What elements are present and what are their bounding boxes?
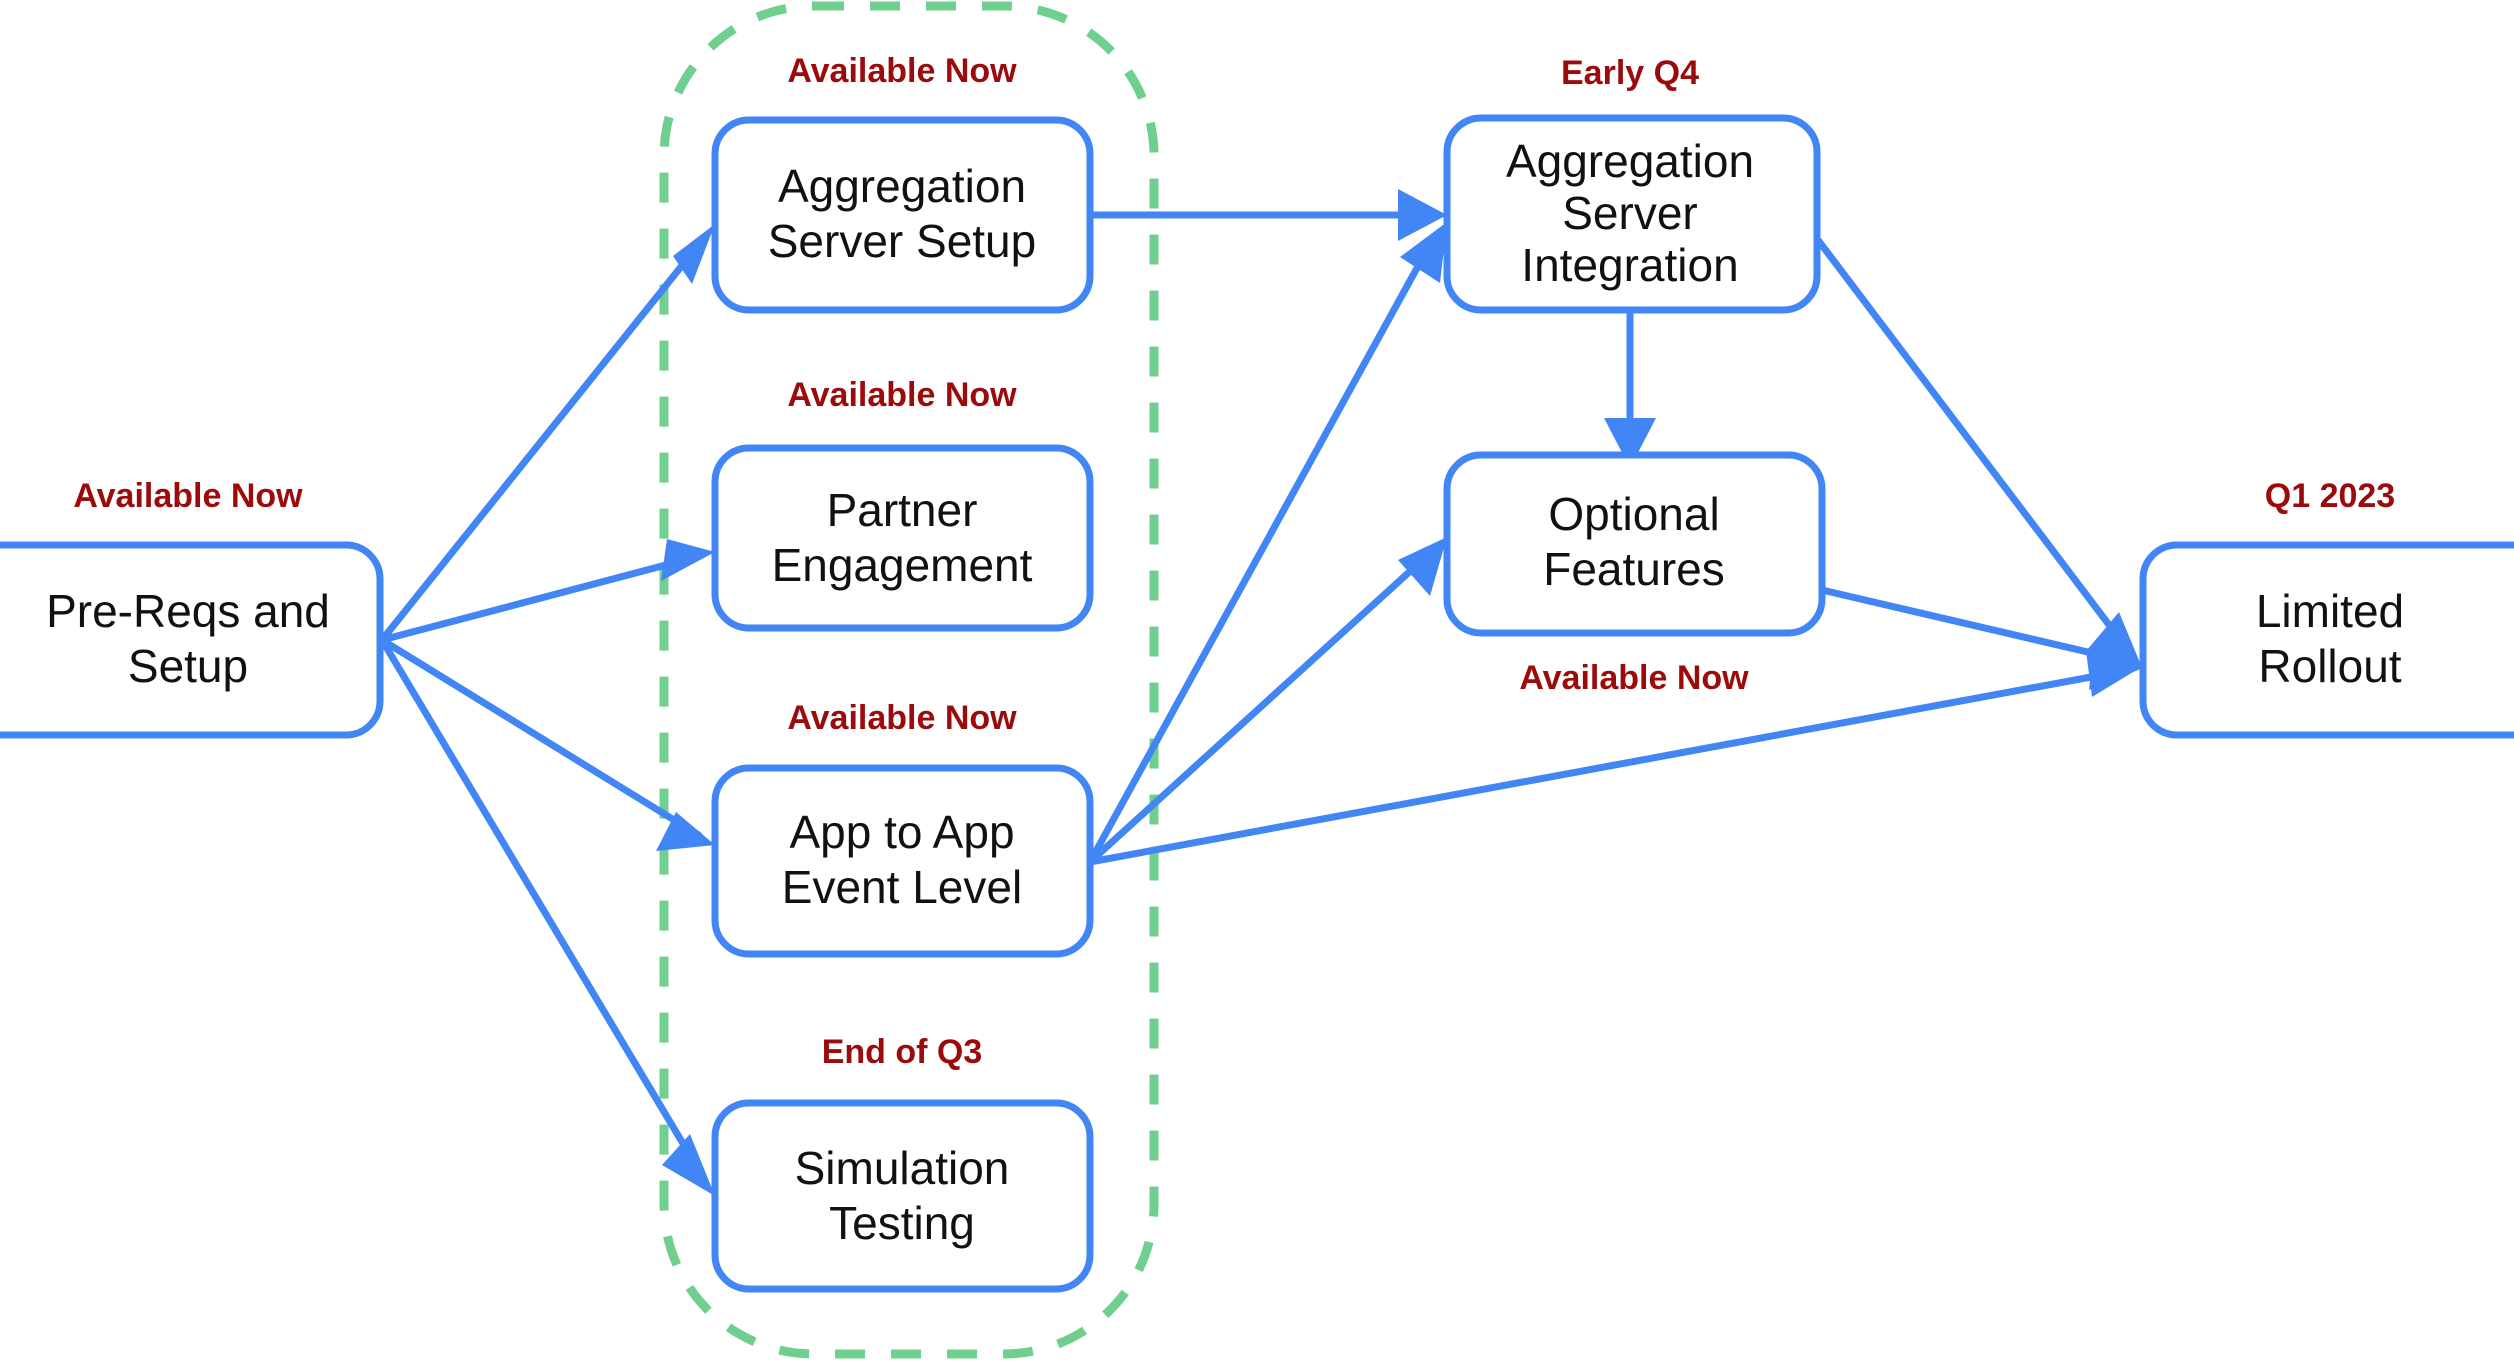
arrow-head-icon xyxy=(673,224,715,284)
node-box-aggregation-server-setup[interactable] xyxy=(711,116,1094,314)
node-pre-reqs-and-setup[interactable]: Available Now Pre-Reqs and Setup xyxy=(0,477,384,739)
node-label-aggregation-server-setup-line2: Server Setup xyxy=(768,215,1036,267)
node-label-app-to-app-event-level-line2: Event Level xyxy=(782,861,1022,913)
arrow-head-icon xyxy=(1604,418,1656,468)
node-label-limited-rollout-line2: Rollout xyxy=(2258,640,2401,692)
node-label-simulation-testing-line1: Simulation xyxy=(795,1142,1010,1194)
node-label-aggregation-server-integration-line3: Integration xyxy=(1521,239,1738,291)
node-label-aggregation-server-integration-line1: Aggregation xyxy=(1506,135,1754,187)
status-label-optional-features: Available Now xyxy=(1519,659,1749,697)
edge-app-to-app-to-agg-integration xyxy=(1086,222,1447,864)
node-box-limited-rollout[interactable] xyxy=(2139,541,2514,739)
edge-agg-integration-to-optional-features xyxy=(1604,310,1656,468)
node-label-pre-reqs-and-setup-line2: Setup xyxy=(128,640,248,692)
arrow-head-icon xyxy=(1398,189,1447,241)
status-label-aggregation-server-integration: Early Q4 xyxy=(1561,54,1699,92)
edge-prereqs-to-partner-engagement xyxy=(381,539,715,644)
node-aggregation-server-setup[interactable]: Available Now Aggregation Server Setup xyxy=(711,52,1094,314)
node-label-aggregation-server-setup-line1: Aggregation xyxy=(778,160,1026,212)
arrow-head-icon xyxy=(1400,222,1447,283)
node-label-optional-features-line1: Optional xyxy=(1548,488,1719,540)
arrow-head-icon xyxy=(656,812,715,851)
node-aggregation-server-integration[interactable]: Early Q4 Aggregation Server Integration xyxy=(1443,54,1821,314)
status-label-pre-reqs-and-setup: Available Now xyxy=(73,477,303,515)
node-limited-rollout[interactable]: Q1 2023 Limited Rollout xyxy=(2139,477,2514,739)
node-box-partner-engagement[interactable] xyxy=(711,444,1094,632)
status-label-simulation-testing: End of Q3 xyxy=(822,1033,983,1071)
node-simulation-testing[interactable]: End of Q3 Simulation Testing xyxy=(711,1033,1094,1293)
node-label-aggregation-server-integration-line2: Server xyxy=(1562,187,1697,239)
node-label-partner-engagement-line1: Partner xyxy=(827,484,978,536)
arrow-head-icon xyxy=(2089,644,2143,690)
node-label-partner-engagement-line2: Engagement xyxy=(772,539,1033,591)
node-label-app-to-app-event-level-line1: App to App xyxy=(789,806,1014,858)
arrow-head-icon xyxy=(662,1134,715,1196)
node-optional-features[interactable]: Optional Features Available Now xyxy=(1443,451,1826,697)
status-label-app-to-app-event-level: Available Now xyxy=(787,699,1017,737)
edge-prereqs-to-app-to-app xyxy=(380,637,715,851)
edge-app-to-app-to-optional-features xyxy=(1087,537,1447,865)
node-app-to-app-event-level[interactable]: Available Now App to App Event Level xyxy=(711,699,1094,958)
edge-prereqs-to-simulation-testing xyxy=(378,638,715,1196)
status-label-limited-rollout: Q1 2023 xyxy=(2265,477,2395,515)
status-label-partner-engagement: Available Now xyxy=(787,376,1017,414)
node-label-simulation-testing-line2: Testing xyxy=(829,1197,975,1249)
arrow-head-icon xyxy=(661,539,715,581)
status-label-aggregation-server-setup: Available Now xyxy=(787,52,1017,90)
arrow-head-icon xyxy=(1398,537,1447,596)
edge-agg-setup-to-agg-integration xyxy=(1090,189,1447,241)
edge-prereqs-to-aggregation-server-setup xyxy=(379,224,715,643)
node-box-optional-features[interactable] xyxy=(1443,451,1826,637)
node-box-aggregation-server-integration[interactable] xyxy=(1443,114,1821,314)
node-label-optional-features-line2: Features xyxy=(1543,543,1725,595)
node-box-simulation-testing[interactable] xyxy=(711,1099,1094,1293)
edge-optional-features-to-limited-rollout xyxy=(1821,586,2143,690)
node-box-app-to-app-event-level[interactable] xyxy=(711,764,1094,958)
node-partner-engagement[interactable]: Available Now Partner Engagement xyxy=(711,376,1094,632)
edge-layer xyxy=(378,189,2143,1196)
node-box-pre-reqs-and-setup[interactable] xyxy=(0,541,384,739)
node-label-limited-rollout-line1: Limited xyxy=(2256,585,2404,637)
node-label-pre-reqs-and-setup-line1: Pre-Reqs and xyxy=(46,585,330,637)
edge-agg-integration-to-limited-rollout xyxy=(1815,237,2143,670)
arrow-head-icon xyxy=(2087,612,2143,670)
available-now-phase-group xyxy=(659,1,1159,1359)
